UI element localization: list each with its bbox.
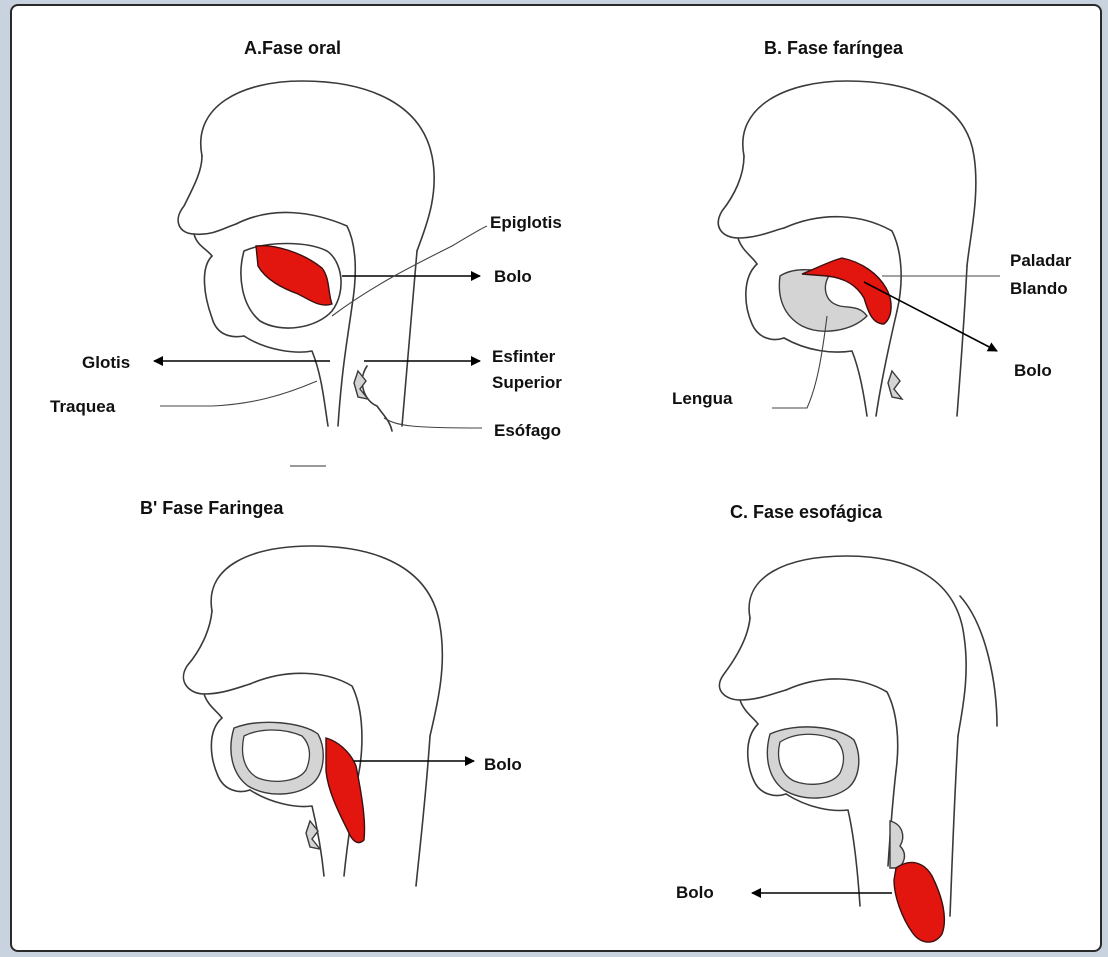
bolus [894, 862, 944, 942]
figure-frame: A.Fase oral Bolo Epiglotis Glotis Esfint… [10, 4, 1102, 952]
label-bolo: Bolo [494, 267, 532, 286]
label-paladar-1: Paladar [1010, 251, 1072, 270]
label-esfinter-1: Esfinter [492, 347, 556, 366]
head-outline [718, 81, 976, 416]
esofago-leader [384, 418, 482, 428]
swallowing-phases-diagram: A.Fase oral Bolo Epiglotis Glotis Esfint… [12, 6, 1100, 950]
panel-title: B. Fase faríngea [764, 38, 904, 58]
label-epiglotis: Epiglotis [490, 213, 562, 232]
panel-pharyngeal-phase-b: B' Fase Faringea Bolo [140, 498, 522, 886]
label-traquea: Traquea [50, 397, 116, 416]
label-lengua: Lengua [672, 389, 733, 408]
traquea-leader [160, 381, 317, 406]
bolus [326, 738, 365, 843]
label-bolo: Bolo [1014, 361, 1052, 380]
panel-esophageal-phase: C. Fase esofágica Bolo [676, 502, 997, 942]
head-outline [178, 81, 434, 431]
bolus [256, 246, 332, 305]
head-outline [183, 546, 442, 886]
label-esfinter-2: Superior [492, 373, 562, 392]
label-glotis: Glotis [82, 353, 130, 372]
panel-oral-phase: A.Fase oral Bolo Epiglotis Glotis Esfint… [50, 38, 562, 466]
panel-title: A.Fase oral [244, 38, 341, 58]
label-paladar-2: Blando [1010, 279, 1068, 298]
label-bolo: Bolo [676, 883, 714, 902]
head-outline [719, 556, 997, 916]
panel-pharyngeal-phase: B. Fase faríngea Paladar Blando Bolo Len… [672, 38, 1072, 416]
panel-title: C. Fase esofágica [730, 502, 883, 522]
panel-title: B' Fase Faringea [140, 498, 284, 518]
label-esofago: Esófago [494, 421, 561, 440]
label-bolo: Bolo [484, 755, 522, 774]
